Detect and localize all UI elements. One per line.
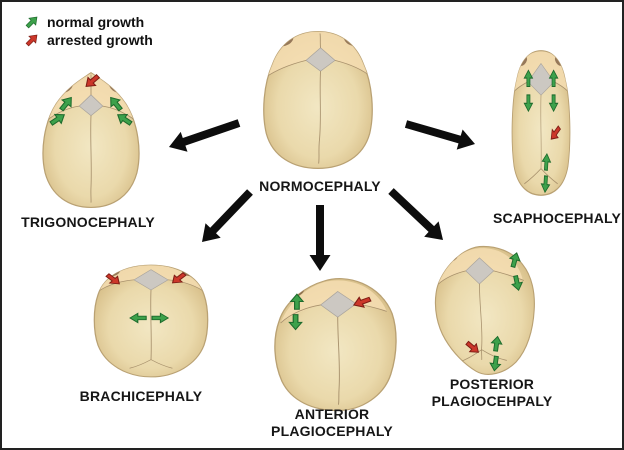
flow-arrow-to-scaphocephaly — [404, 120, 475, 150]
growth-arrow-normal — [49, 113, 66, 126]
suture-line — [150, 359, 173, 369]
suture-line — [319, 33, 321, 48]
growth-arrow-normal — [548, 69, 559, 88]
skull-outline — [274, 278, 397, 412]
flow-arrow-to-posterior-plagiocephaly — [388, 188, 443, 240]
skull-illustration — [93, 264, 209, 378]
label-line: POSTERIOR — [449, 376, 535, 392]
label-line: PLAGIOCEPHALY — [271, 423, 393, 439]
skull-normocephaly — [255, 28, 381, 172]
suture-line — [493, 270, 525, 281]
growth-arrow-normal — [490, 335, 503, 352]
growth-arrow-arrested — [171, 272, 187, 284]
skull-illustration — [274, 278, 397, 412]
suture-line — [90, 115, 92, 203]
suture-line — [280, 304, 321, 324]
flow-arrow-to-trigonocephaly — [169, 119, 241, 152]
frontal-bone-region — [99, 265, 203, 291]
suture-line — [438, 270, 466, 285]
growth-arrow-normal — [548, 94, 559, 113]
label-scaphocephaly: SCAPHOCEPHALY — [473, 210, 622, 227]
growth-arrow-normal — [508, 252, 521, 268]
legend: normal growth arrested growth — [24, 13, 153, 48]
skull-trigonocephaly — [29, 68, 153, 211]
skull-illustration — [42, 72, 140, 209]
growth-arrow-arrested — [85, 73, 101, 87]
suture-line — [150, 289, 152, 360]
suture-line — [524, 168, 542, 185]
green-arrow-up-right-icon — [25, 16, 38, 28]
frontal-bone-region — [438, 248, 523, 284]
label-line: NORMOCEPHALY — [259, 178, 381, 194]
suture-line — [540, 168, 558, 185]
growth-arrow-normal — [289, 293, 305, 310]
growth-arrow-normal — [540, 175, 551, 194]
label-anterior-plagiocephaly: ANTERIOR PLAGIOCEPHALY — [252, 406, 412, 440]
label-line: BRACHICEPHALY — [79, 388, 203, 404]
skull-illustration — [434, 245, 535, 375]
growth-arrow-normal — [129, 312, 147, 324]
skull-posterior-plagiocephaly — [427, 242, 541, 378]
suture-line — [265, 59, 307, 78]
flow-arrow-to-anterior-plagiocephaly — [309, 205, 331, 271]
label-trigonocephaly: TRIGONOCEPHALY — [8, 214, 168, 231]
label-line: SCAPHOCEPHALY — [492, 210, 622, 226]
flow-arrow-to-brachicephaly — [202, 189, 253, 242]
suture-line — [479, 283, 483, 360]
suture-line — [337, 317, 340, 405]
anterior-fontanelle — [305, 47, 336, 72]
growth-arrow-normal — [288, 314, 303, 331]
growth-arrow-normal — [116, 113, 133, 126]
label-line: ANTERIOR — [294, 406, 370, 422]
suture-line — [318, 71, 321, 164]
skull-scaphocephaly — [496, 47, 586, 199]
anterior-fontanelle — [320, 291, 357, 318]
skull-outline — [434, 245, 535, 375]
legend-item-arrested-growth: arrested growth — [24, 31, 153, 48]
label-normocephaly: NORMOCEPHALY — [240, 178, 400, 195]
growth-arrow-normal — [489, 355, 502, 372]
growth-arrow-arrested — [465, 340, 480, 353]
legend-item-normal-growth: normal growth — [24, 13, 153, 30]
label-brachicephaly: BRACHICEPHALY — [61, 388, 221, 405]
anterior-fontanelle — [78, 94, 104, 117]
legend-label-arrested-growth: arrested growth — [47, 31, 153, 48]
skull-illustration — [263, 30, 373, 170]
suture-line — [129, 359, 152, 369]
growth-arrow-normal — [110, 96, 123, 112]
skull-anterior-plagiocephaly — [267, 274, 403, 414]
red-arrow-up-right-icon — [25, 34, 38, 46]
label-line: PLAGIOCEHPALY — [431, 393, 553, 409]
growth-arrow-normal — [541, 152, 552, 171]
suture-line — [167, 279, 203, 291]
growth-arrow-normal — [523, 94, 534, 113]
growth-arrow-normal — [59, 96, 72, 112]
anterior-fontanelle — [465, 257, 495, 285]
legend-label-normal-growth: normal growth — [47, 13, 145, 30]
label-line: TRIGONOCEPHALY — [21, 214, 155, 230]
frontal-bone-region — [280, 280, 387, 323]
growth-arrow-arrested — [352, 296, 372, 308]
growth-arrow-normal — [151, 312, 170, 324]
frontal-bone-region — [265, 31, 372, 78]
growth-arrow-normal — [523, 69, 534, 88]
label-posterior-plagiocephaly: POSTERIOR PLAGIOCEHPALY — [412, 376, 572, 410]
growth-arrow-arrested — [105, 273, 120, 285]
growth-arrow-normal — [511, 274, 524, 291]
growth-arrow-arrested — [550, 125, 561, 140]
skull-illustration — [511, 50, 571, 196]
skull-brachicephaly — [88, 260, 214, 382]
